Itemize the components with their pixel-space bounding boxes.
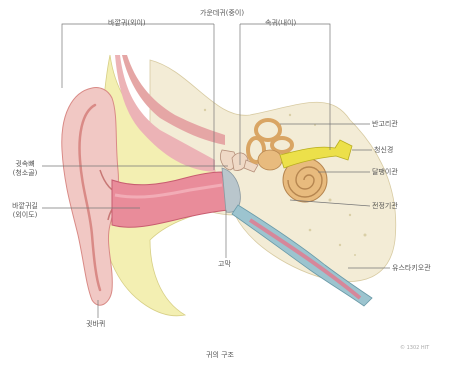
label-ossicles-line1: 귓속뼈	[8, 160, 42, 169]
label-outer-ear: 바깥귀(외이)	[108, 19, 146, 28]
label-inner-ear: 속귀(내이)	[265, 19, 296, 28]
label-cochlea: 달팽이관	[372, 168, 398, 177]
label-vestibule: 전정기관	[372, 202, 398, 211]
figure-caption: 귀의 구조	[206, 351, 234, 360]
label-ear-canal: 바깥귀길 (외이도)	[8, 202, 42, 220]
label-vestibular-nerve: 청신경	[374, 146, 393, 155]
label-middle-ear: 가운데귀(중이)	[200, 9, 244, 18]
label-eustachian-tube: 유스타키오관	[392, 264, 431, 273]
label-ossicles: 귓속뼈 (청소골)	[8, 160, 42, 178]
pinna	[62, 87, 119, 305]
label-pinna: 귓바퀴	[86, 320, 105, 329]
label-ear-canal-line2: (외이도)	[8, 211, 42, 220]
watermark: © 1302 HIT	[400, 344, 429, 353]
vestibule	[258, 150, 282, 170]
label-ossicles-line2: (청소골)	[8, 169, 42, 178]
label-eardrum: 고막	[218, 260, 231, 269]
label-semicircular-canals: 반고리관	[372, 120, 398, 129]
label-ear-canal-line1: 바깥귀길	[8, 202, 42, 211]
